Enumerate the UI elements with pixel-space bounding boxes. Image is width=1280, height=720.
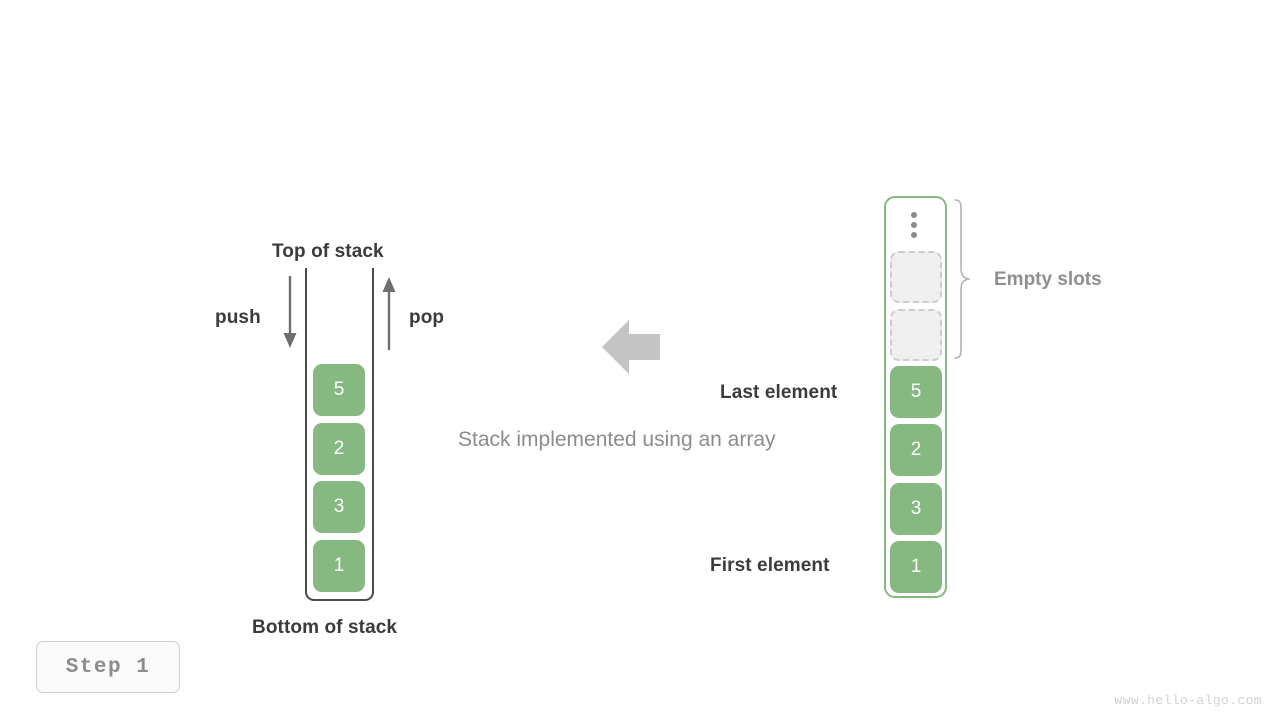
diagram-caption: Stack implemented using an array [458, 428, 776, 451]
stack-cell: 2 [313, 423, 365, 475]
last-element-label: Last element [720, 382, 838, 403]
empty-slot [890, 309, 942, 361]
stack-container: 5 2 3 1 [305, 268, 374, 601]
pop-arrow-icon [382, 277, 396, 350]
stack-walls [305, 268, 374, 601]
empty-slots-brace [954, 199, 970, 359]
stack-cell: 5 [313, 364, 365, 416]
array-container: 5 2 3 1 [884, 196, 947, 598]
left-block-arrow-icon [602, 320, 660, 374]
push-label: push [215, 307, 261, 328]
push-arrow-icon [283, 276, 297, 348]
vertical-ellipsis-icon [910, 212, 917, 238]
array-cell: 1 [890, 541, 942, 593]
first-element-label: First element [710, 555, 830, 576]
step-badge: Step 1 [36, 641, 180, 693]
array-cell: 2 [890, 424, 942, 476]
array-cell: 5 [890, 366, 942, 418]
stack-cell: 3 [313, 481, 365, 533]
bottom-of-stack-label: Bottom of stack [252, 617, 398, 638]
empty-slot [890, 251, 942, 303]
watermark: www.hello-algo.com [1114, 693, 1262, 708]
top-of-stack-label: Top of stack [272, 241, 384, 262]
pop-label: pop [409, 307, 445, 328]
empty-slots-label: Empty slots [994, 269, 1102, 290]
stack-cell: 1 [313, 540, 365, 592]
array-cell: 3 [890, 483, 942, 535]
